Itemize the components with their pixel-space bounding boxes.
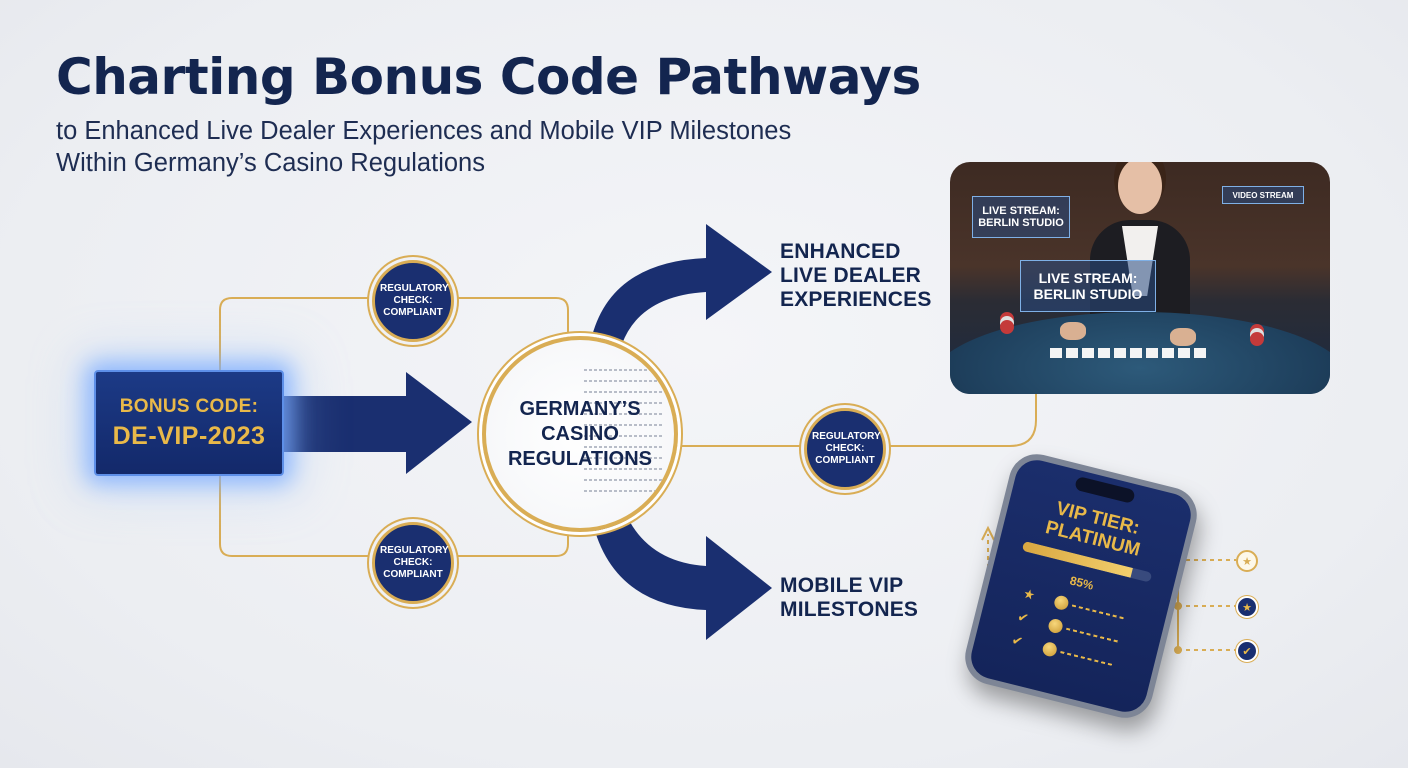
milestone-side-lines — [1175, 557, 1236, 653]
destination-live-line-3: EXPERIENCES — [780, 288, 932, 312]
hub-label-line-3: REGULATIONS — [495, 447, 665, 472]
destination-live-dealer: ENHANCED LIVE DEALER EXPERIENCES — [780, 240, 932, 312]
destination-mobile-line-1: MOBILE VIP — [780, 574, 918, 598]
regulatory-badge-right-text: REGULATORY CHECK: COMPLIANT — [812, 431, 878, 467]
dealer-head — [1118, 162, 1162, 214]
regulations-hub: GERMANY’S CASINO REGULATIONS — [482, 336, 678, 532]
regulatory-badge-top-text: REGULATORY CHECK: COMPLIANT — [380, 283, 446, 319]
check-icon: ✔ — [1010, 632, 1024, 650]
regulatory-badge-bottom: REGULATORY CHECK: COMPLIANT — [372, 522, 454, 604]
video-stream-tag: VIDEO STREAM — [1222, 186, 1304, 204]
check-icon: ✔ — [1236, 640, 1258, 662]
destination-mobile-vip: MOBILE VIP MILESTONES — [780, 574, 918, 622]
regulatory-badge-top: REGULATORY CHECK: COMPLIANT — [372, 260, 454, 342]
bonus-code-card[interactable]: BONUS CODE: DE-VIP-2023 — [94, 370, 284, 476]
coin-icon — [1041, 641, 1058, 658]
star-icon: ★ — [1236, 550, 1258, 572]
bonus-code-value: DE-VIP-2023 — [113, 422, 266, 451]
hub-label: GERMANY’S CASINO REGULATIONS — [495, 397, 665, 472]
destination-mobile-line-2: MILESTONES — [780, 598, 918, 622]
arrow-hub-to-mobile — [592, 510, 772, 640]
phone-notch — [1074, 476, 1136, 504]
bonus-code-label: BONUS CODE: — [120, 396, 258, 418]
check-icon: ✔ — [1016, 609, 1030, 627]
destination-live-line-2: LIVE DEALER — [780, 264, 932, 288]
live-stream-overlay-small: LIVE STREAM: BERLIN STUDIO — [972, 196, 1070, 238]
live-dealer-photo: LIVE STREAM: BERLIN STUDIO LIVE STREAM: … — [950, 162, 1330, 394]
destination-live-line-1: ENHANCED — [780, 240, 932, 264]
arrow-bonus-to-hub — [280, 372, 472, 474]
coin-icon — [1047, 618, 1064, 635]
chip-stack-icon — [1250, 332, 1264, 346]
regulatory-badge-right: REGULATORY CHECK: COMPLIANT — [804, 408, 886, 490]
live-stream-overlay-main: LIVE STREAM: BERLIN STUDIO — [1020, 260, 1156, 312]
regulatory-badge-bottom-text: REGULATORY CHECK: COMPLIANT — [380, 545, 446, 581]
arrow-hub-to-live — [592, 224, 772, 344]
hub-label-line-1: GERMANY’S — [495, 397, 665, 422]
chip-stack-icon — [1000, 320, 1014, 334]
playing-cards — [1050, 348, 1210, 358]
coin-icon — [1053, 594, 1070, 611]
star-icon: ★ — [1236, 596, 1258, 618]
star-icon: ★ — [1022, 586, 1037, 604]
hub-label-line-2: CASINO — [495, 422, 665, 447]
